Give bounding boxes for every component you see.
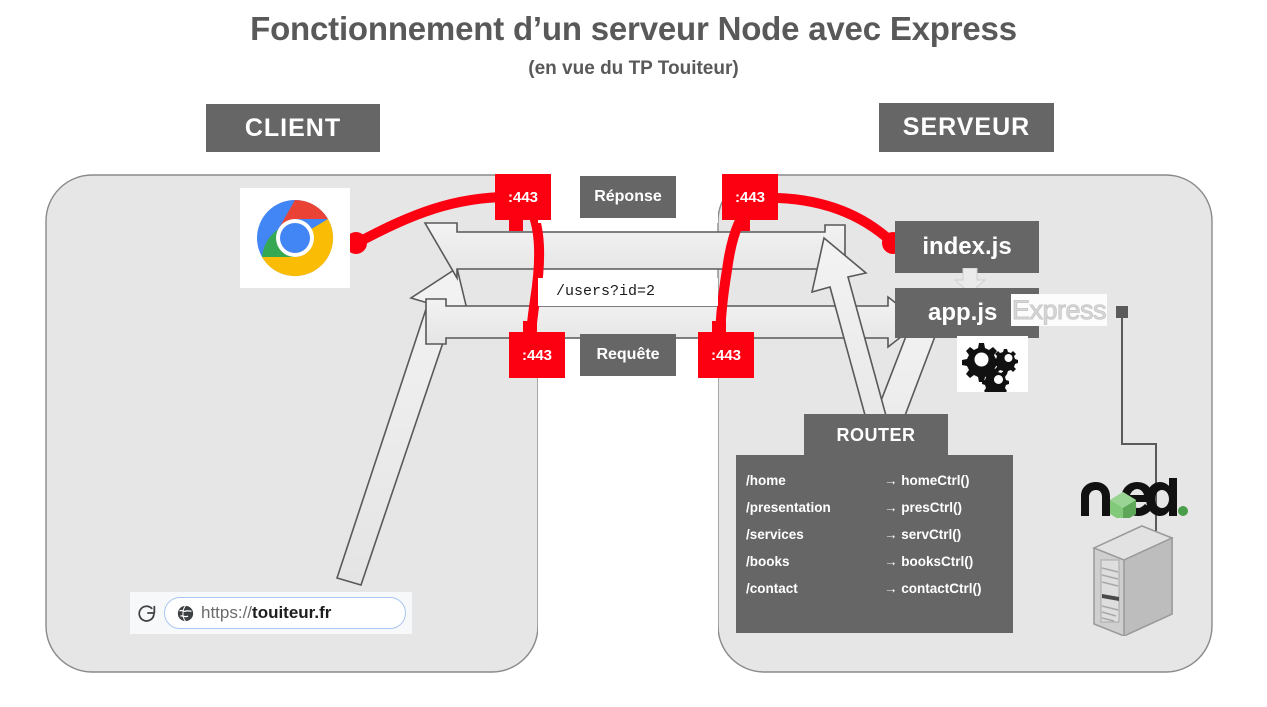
url-host: touiteur.fr: [252, 603, 332, 622]
url-scheme: https://: [201, 603, 253, 622]
express-logo-plate: Express: [1011, 294, 1107, 326]
chrome-logo-icon: [257, 199, 334, 277]
response-label: Réponse: [580, 176, 676, 218]
node-logo-icon: [1081, 478, 1188, 518]
port-badge-server-response: :443: [722, 174, 778, 231]
port-tail: [509, 219, 523, 231]
tunnel-endpoint-client: [345, 232, 367, 254]
port-badge-client-response: :443: [495, 174, 551, 231]
router-route: /services: [746, 527, 804, 542]
table-row: /books → booksCtrl(): [746, 548, 1013, 575]
port-badge-client-request: :443: [509, 321, 565, 378]
server-tower-icon: [1092, 525, 1174, 636]
omnibox[interactable]: https://touiteur.fr: [164, 597, 406, 629]
url-text: https://touiteur.fr: [201, 603, 331, 623]
request-label: Requête: [580, 334, 676, 376]
gap-mask-mid: [538, 278, 718, 306]
gap-mask-bottom: [538, 344, 718, 672]
table-row: /services → servCtrl(): [746, 521, 1013, 548]
router-ctrl: → homeCtrl(): [884, 473, 970, 488]
gears-icon: [962, 343, 1018, 396]
port-label: :443: [507, 188, 539, 206]
router-ctrl: → presCtrl(): [884, 500, 963, 515]
port-badge-server-request: :443: [698, 321, 754, 378]
reload-icon[interactable]: [130, 602, 164, 624]
port-tail: [736, 219, 750, 231]
port-label: :443: [710, 346, 742, 364]
port-label: :443: [734, 188, 766, 206]
gears-plate: [957, 336, 1028, 396]
port-label: :443: [521, 346, 553, 364]
page-title: Fonctionnement d’un serveur Node avec Ex…: [250, 10, 1017, 47]
router-ctrl: → contactCtrl(): [884, 581, 982, 596]
arrow-client-url-to-request: [335, 266, 472, 586]
port-tail: [712, 321, 726, 333]
index-to-app-arrow-icon: [953, 268, 987, 294]
router-ctrl: → servCtrl(): [884, 527, 962, 542]
router-route: /home: [746, 473, 786, 488]
router-route: /contact: [746, 581, 798, 596]
index-js-box: index.js: [895, 221, 1039, 273]
server-label: SERVEUR: [879, 103, 1054, 152]
table-row: /contact → contactCtrl(): [746, 575, 1013, 602]
browser-url-bar[interactable]: https://touiteur.fr: [130, 592, 412, 634]
query-path-label: /users?id=2: [556, 283, 656, 300]
port-tail: [523, 321, 537, 333]
express-logo-text: Express: [1011, 294, 1107, 325]
chrome-logo-plate: [240, 188, 350, 288]
router-ctrl: → booksCtrl(): [884, 554, 974, 569]
table-row: /presentation → presCtrl(): [746, 494, 1013, 521]
router-table: /home → homeCtrl() /presentation → presC…: [736, 455, 1013, 633]
router-title: ROUTER: [804, 414, 948, 456]
arrow-response: [423, 222, 846, 281]
client-label: CLIENT: [206, 104, 380, 152]
router-route: /presentation: [746, 500, 831, 515]
globe-icon: [173, 604, 197, 622]
table-row: /home → homeCtrl(): [746, 467, 1013, 494]
page-subtitle: (en vue du TP Touiteur): [528, 58, 739, 79]
router-route: /books: [746, 554, 790, 569]
